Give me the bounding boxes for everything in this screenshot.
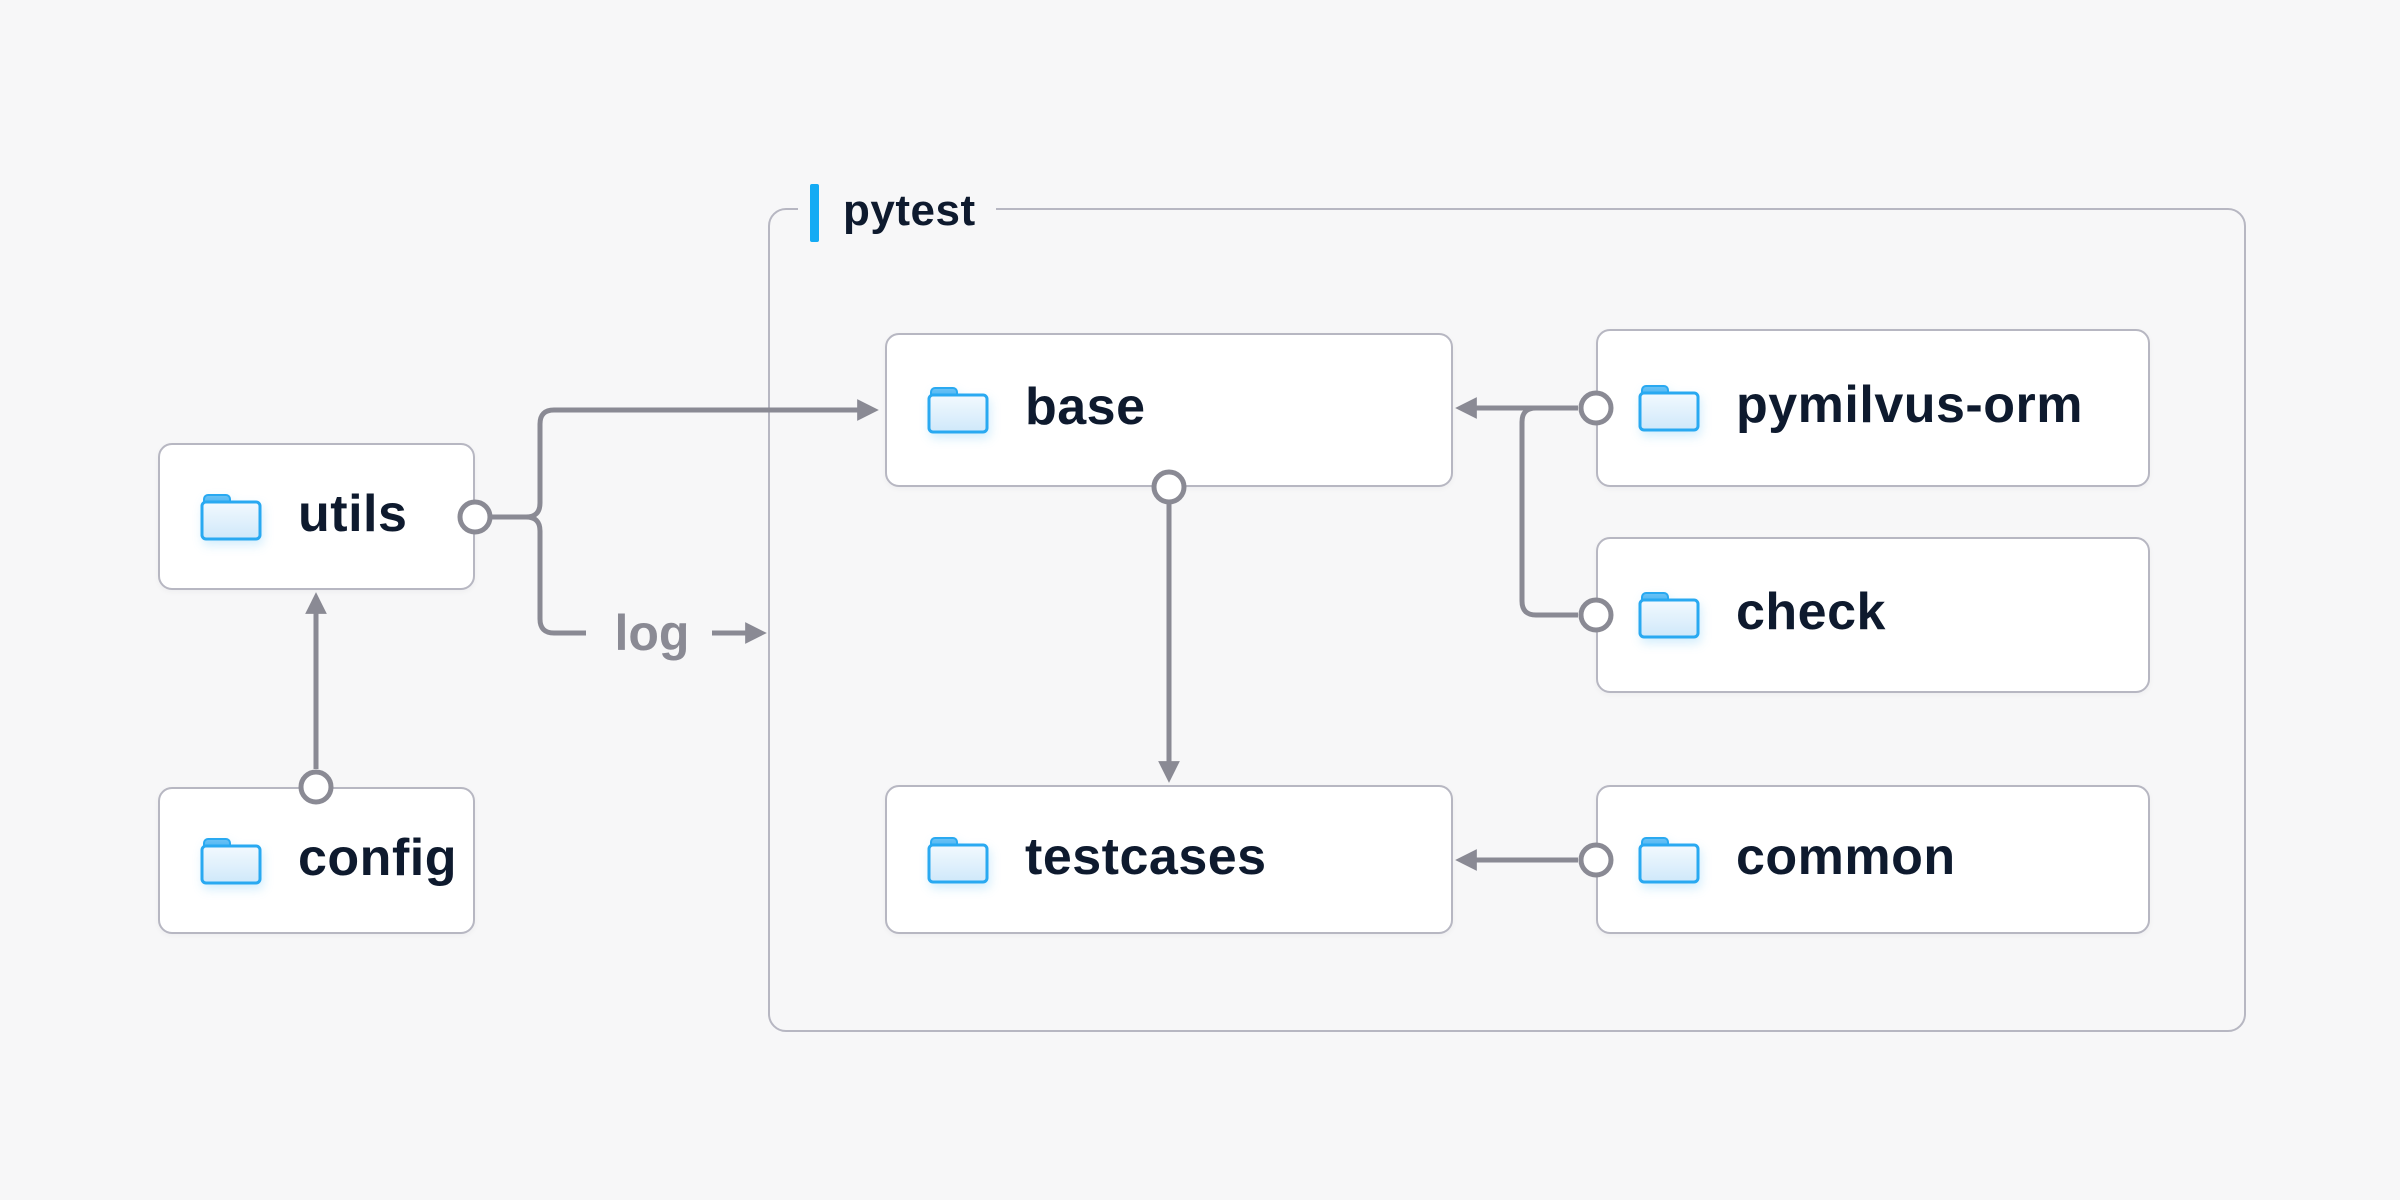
node-base: base xyxy=(885,333,1453,487)
folder-icon xyxy=(927,387,989,434)
node-label: pymilvus-orm xyxy=(1736,376,2083,434)
node-label: check xyxy=(1736,583,1886,641)
node-check: check xyxy=(1596,537,2150,693)
node-config: config xyxy=(158,787,475,934)
pytest-group-title: pytest xyxy=(843,186,976,235)
folder-icon xyxy=(927,836,989,883)
folder-icon xyxy=(200,837,262,884)
node-utils: utils xyxy=(158,443,475,590)
pytest-group-label: pytest xyxy=(798,181,996,245)
node-label: common xyxy=(1736,827,1956,886)
node-pymilvus-orm: pymilvus-orm xyxy=(1596,329,2150,487)
edge-utils-to-log xyxy=(525,514,586,636)
folder-icon xyxy=(1638,385,1700,432)
node-label: config xyxy=(298,828,457,887)
pytest-accent-bar xyxy=(810,184,819,242)
node-label: utils xyxy=(298,484,408,543)
folder-icon xyxy=(200,493,262,540)
folder-icon xyxy=(1638,592,1700,639)
node-label: base xyxy=(1025,378,1146,436)
node-label: testcases xyxy=(1025,827,1267,886)
pytest-group-outline xyxy=(768,208,2246,1032)
node-testcases: testcases xyxy=(885,785,1453,934)
folder-icon xyxy=(1638,836,1700,883)
edge-label-log: log xyxy=(614,605,690,661)
node-common: common xyxy=(1596,785,2150,934)
